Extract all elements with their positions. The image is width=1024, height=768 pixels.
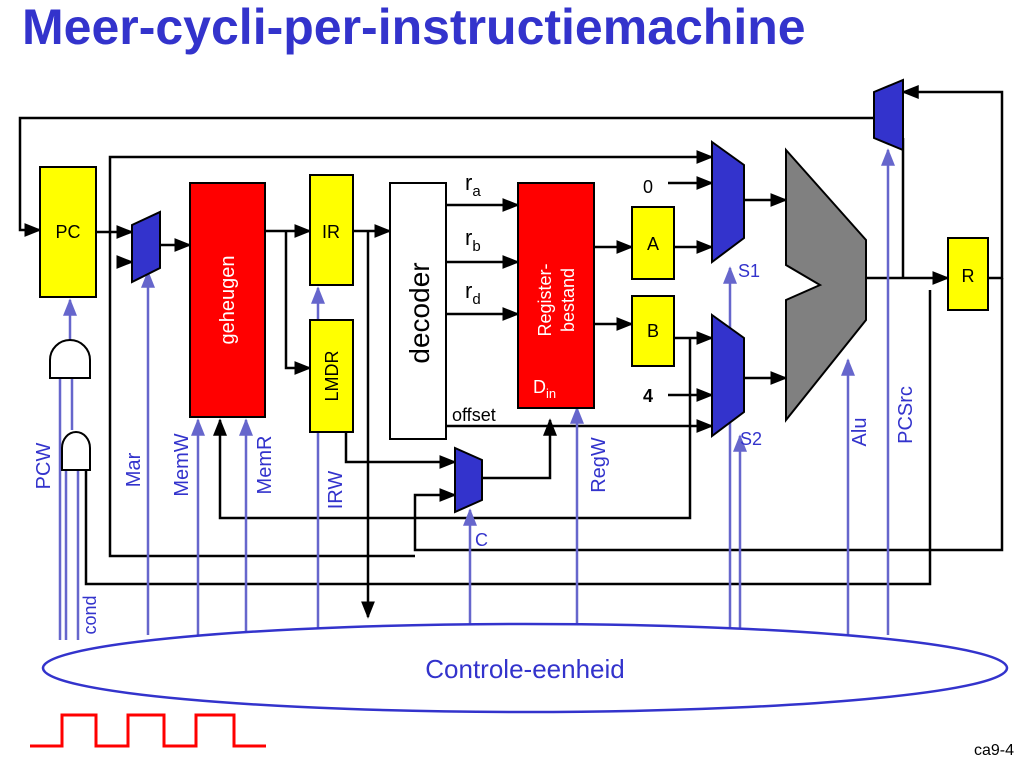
cond-gate [61,431,91,471]
c-mux [454,446,483,514]
din-label: Din [533,377,556,401]
memw-label: MemW [171,433,193,496]
pcw-label: PCW [33,443,55,490]
s2-mux [711,313,745,438]
rb-label: rb [465,225,481,255]
pc-register: PC [39,166,97,298]
ra-label: ra [465,170,481,200]
ir-register: IR [309,174,354,286]
wire-lmdr-to-cmux [344,432,457,469]
regfile-label-2: bestand [558,268,578,332]
cond-label: cond [80,595,100,634]
s2-label: S2 [740,429,762,449]
wire-alu-down [84,290,932,586]
control-unit-label: Controle-eenheid [425,654,624,684]
wire-r-to-pcsrc-mux [901,85,1004,280]
r-label: R [962,266,975,286]
pcsrc-mux [873,78,904,152]
s1-mux [711,140,745,264]
lmdr-register: LMDR [309,319,354,433]
wire-memory-to-lmdr [284,231,312,375]
data-wires [18,85,1004,619]
mar-label: Mar [123,452,145,487]
s1-label: S1 [738,261,760,281]
clock-waveform [30,713,266,748]
memory: geheugen [189,182,266,418]
decoder-label: decoder [404,262,435,363]
regw-label: RegW [588,437,610,493]
register-file: Register- bestand Din [517,182,595,409]
wire-b-back [213,338,692,520]
offset-label: offset [452,405,496,425]
wire-pcsrc-mux-to-pc [18,116,874,237]
a-register: A [631,206,675,280]
page-number: ca9-4 [973,742,1014,759]
mar-mux [131,210,161,284]
b-label: B [647,321,659,341]
c-label: C [475,530,488,550]
control-unit: Controle-eenheid [41,622,1009,714]
b-register: B [631,295,675,367]
alu-signal-label: Alu [849,418,871,447]
memr-label: MemR [254,436,276,495]
wire-pc-top [108,150,714,232]
rd-label: rd [465,278,481,308]
regfile-label-1: Register- [535,263,555,336]
lmdr-label: LMDR [322,350,342,401]
memory-label: geheugen [217,256,239,345]
pcw-gate [49,339,91,379]
wire-cmux-to-din [482,418,557,480]
a-label: A [647,234,659,254]
irw-label: IRW [325,471,347,510]
pcsrc-label: PCSrc [895,386,917,444]
four-label: 4 [643,386,653,406]
pc-label: PC [55,222,80,242]
alu [785,147,867,423]
decoder: decoder [389,182,447,440]
wire-pc-feedback [108,232,415,558]
slide-title: Meer-cycli-per-instructiemachine [22,0,806,55]
control-wires [58,148,895,640]
r-register: R [947,237,989,311]
zero-label: 0 [643,177,653,197]
ir-label: IR [322,222,340,242]
wire-r-to-cmux [413,278,1004,552]
